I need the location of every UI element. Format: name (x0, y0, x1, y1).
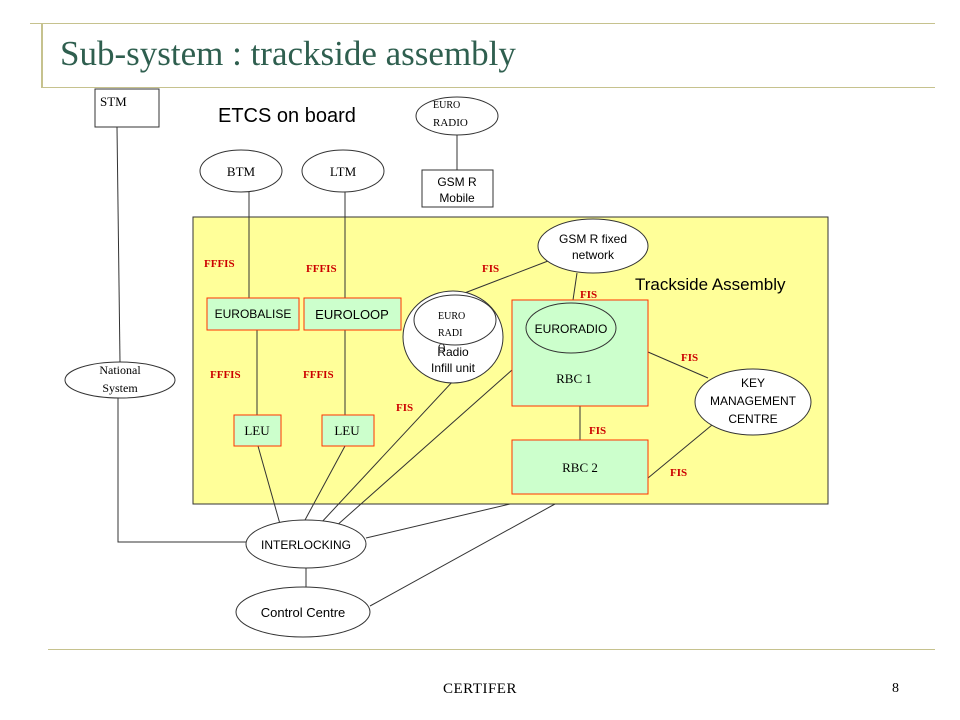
line-interlocking-trackside (365, 503, 511, 539)
stm-label: STM (100, 94, 127, 109)
euroloop-box (303, 297, 402, 331)
rbc2-label: RBC 2 (562, 460, 598, 475)
kmc-line1: KEY (741, 376, 765, 390)
gsmr-mobile-line1: GSM R (437, 175, 477, 189)
fis-label-rbc1-rbc2: FIS (589, 425, 606, 437)
ltm-label: LTM (330, 164, 357, 179)
national-system-line1: National (99, 363, 141, 377)
line-gsm-radioinfill (461, 260, 549, 295)
fis-label-rbc-kmc: FIS (681, 352, 698, 364)
national-system-ellipse (64, 361, 176, 399)
line-control-trackside (369, 503, 556, 607)
radio-infill-euro-line1: EURO (438, 311, 465, 322)
footer-rule (48, 649, 935, 650)
gsmr-fixed-line2: network (572, 248, 615, 262)
line-gsm-rbc1 (572, 272, 578, 301)
title-vertical-rule (41, 23, 43, 88)
line-stm-national (116, 126, 121, 363)
rbc1-label: RBC 1 (556, 371, 592, 386)
kmc-line2: MANAGEMENT (710, 394, 797, 408)
eurobalise-box (206, 297, 300, 331)
title-bottom-rule (41, 87, 935, 88)
rbc2-box (511, 439, 649, 495)
line-rbc2-kmc (647, 424, 713, 479)
fis-label-gsm-left: FIS (482, 263, 499, 275)
eurobalise-label: EUROBALISE (215, 307, 292, 321)
interlocking-label: INTERLOCKING (261, 538, 351, 552)
btm-ellipse (199, 149, 283, 193)
radio-infill-euro-line2: RADI (438, 328, 462, 339)
page-number: 8 (892, 681, 899, 696)
key-management-centre-ellipse (694, 368, 812, 436)
slide-title: Sub-system : trackside assembly (60, 34, 516, 73)
euroradio-rbc-ellipse (525, 302, 617, 354)
line-leu2-interlocking (304, 445, 346, 521)
leu-label-2: LEU (334, 423, 360, 438)
euroradio-onboard-line2: RADIO (433, 117, 468, 129)
ffis-label-1: FFFIS (204, 258, 235, 270)
euroradio-rbc-label: EURORADIO (535, 322, 608, 336)
fis-label-radio-infill: FIS (396, 402, 413, 414)
line-leu1-interlocking (257, 445, 281, 525)
euroloop-label: EUROLOOP (315, 307, 389, 322)
line-radioinfill-interlocking (319, 379, 455, 525)
fis-label-rbc2-kmc: FIS (670, 467, 687, 479)
radio-infill-label-line2: Infill unit (431, 361, 476, 375)
national-system-line2: System (102, 381, 138, 395)
kmc-line3: CENTRE (728, 412, 777, 426)
title-top-rule (30, 23, 935, 24)
leu-label-1: LEU (244, 423, 270, 438)
control-centre-label: Control Centre (261, 605, 346, 620)
euroradio-onboard-ellipse (415, 96, 499, 136)
gsmr-mobile-box (421, 169, 494, 208)
radio-infill-euroradio-ellipse (413, 294, 497, 346)
trackside-assembly-area (192, 216, 829, 505)
euroradio-onboard-line1: EURO (433, 100, 460, 111)
ffis-label-3: FFFIS (210, 369, 241, 381)
radio-infill-euro-line3: O (438, 343, 445, 354)
ffis-label-4: FFFIS (303, 369, 334, 381)
gsmr-fixed-ellipse (537, 218, 649, 274)
connection-lines (116, 126, 713, 607)
gsmr-mobile-line2: Mobile (439, 191, 475, 205)
ffis-label-2: FFFIS (306, 263, 337, 275)
control-centre-ellipse (235, 586, 371, 638)
interlocking-ellipse (245, 519, 367, 569)
etcs-on-board-label: ETCS on board (218, 105, 356, 127)
interface-labels: FFFIS FFFIS FFFIS FFFIS FIS FIS FIS FIS … (204, 258, 698, 479)
gsmr-fixed-line1: GSM R fixed (559, 232, 627, 246)
leu-box-2 (321, 414, 375, 447)
btm-label: BTM (227, 164, 256, 179)
radio-infill-label-line1: Radio (437, 345, 469, 359)
ltm-ellipse (301, 149, 385, 193)
line-national-interlocking (117, 398, 248, 543)
line-rbc1-kmc (647, 351, 709, 379)
slide-footer: CERTIFER (443, 681, 517, 697)
fis-label-gsm-rbc: FIS (580, 289, 597, 301)
leu-box-1 (233, 414, 282, 447)
trackside-assembly-label: Trackside Assembly (635, 275, 786, 294)
stm-box (94, 88, 160, 128)
line-rbc1-interlocking (334, 369, 513, 528)
